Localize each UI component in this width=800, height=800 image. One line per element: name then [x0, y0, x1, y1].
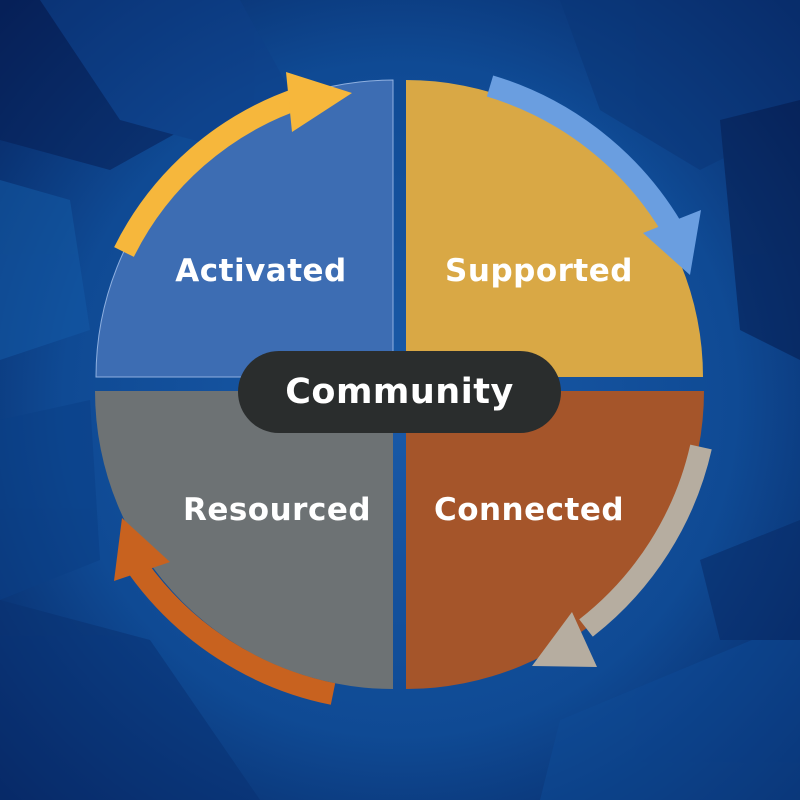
center-community-pill: Community	[238, 351, 561, 433]
quadrant-connected	[406, 391, 704, 689]
arrow-supported-to-connected	[486, 75, 701, 275]
label-connected: Connected	[433, 492, 625, 528]
arrow-activated-to-supported	[114, 72, 352, 257]
label-supported: Supported	[445, 253, 633, 289]
arrow-resourced-to-activated	[114, 518, 336, 705]
quadrant-supported	[406, 80, 703, 377]
quadrant-resourced	[95, 391, 393, 689]
center-label: Community	[285, 372, 514, 412]
label-resourced: Resourced	[182, 492, 372, 528]
arrow-connected-to-resourced	[532, 444, 712, 667]
label-activated: Activated	[175, 253, 347, 289]
